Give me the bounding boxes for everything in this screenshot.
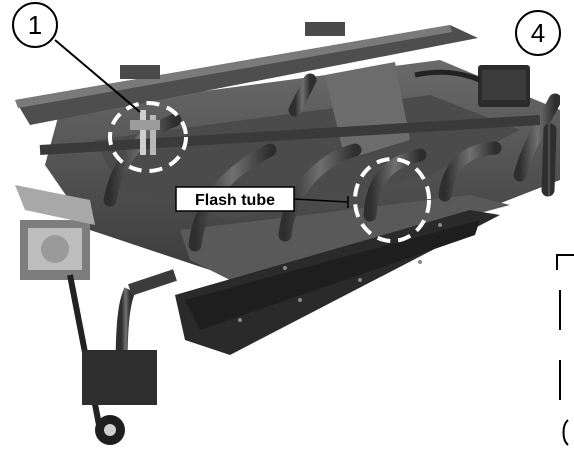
highlight-circle-pilot [108, 101, 188, 173]
callout-leader-1 [54, 39, 141, 113]
page-edge-marks [556, 254, 574, 446]
callout-number-1: 1 [28, 10, 42, 40]
control-module [414, 65, 530, 107]
callout-1: 1 [12, 2, 58, 48]
flash-tube-label: Flash tube [175, 186, 349, 212]
right-margin [560, 95, 574, 451]
highlight-circle-flash-tube [353, 157, 431, 243]
pilot-assembly [130, 110, 160, 155]
rear-grate-rail [15, 22, 478, 125]
flash-tube-label-text: Flash tube [195, 192, 275, 209]
gas-valve-assembly [15, 185, 157, 445]
callout-4: 4 [515, 10, 561, 56]
callout-number-4: 4 [531, 18, 545, 48]
